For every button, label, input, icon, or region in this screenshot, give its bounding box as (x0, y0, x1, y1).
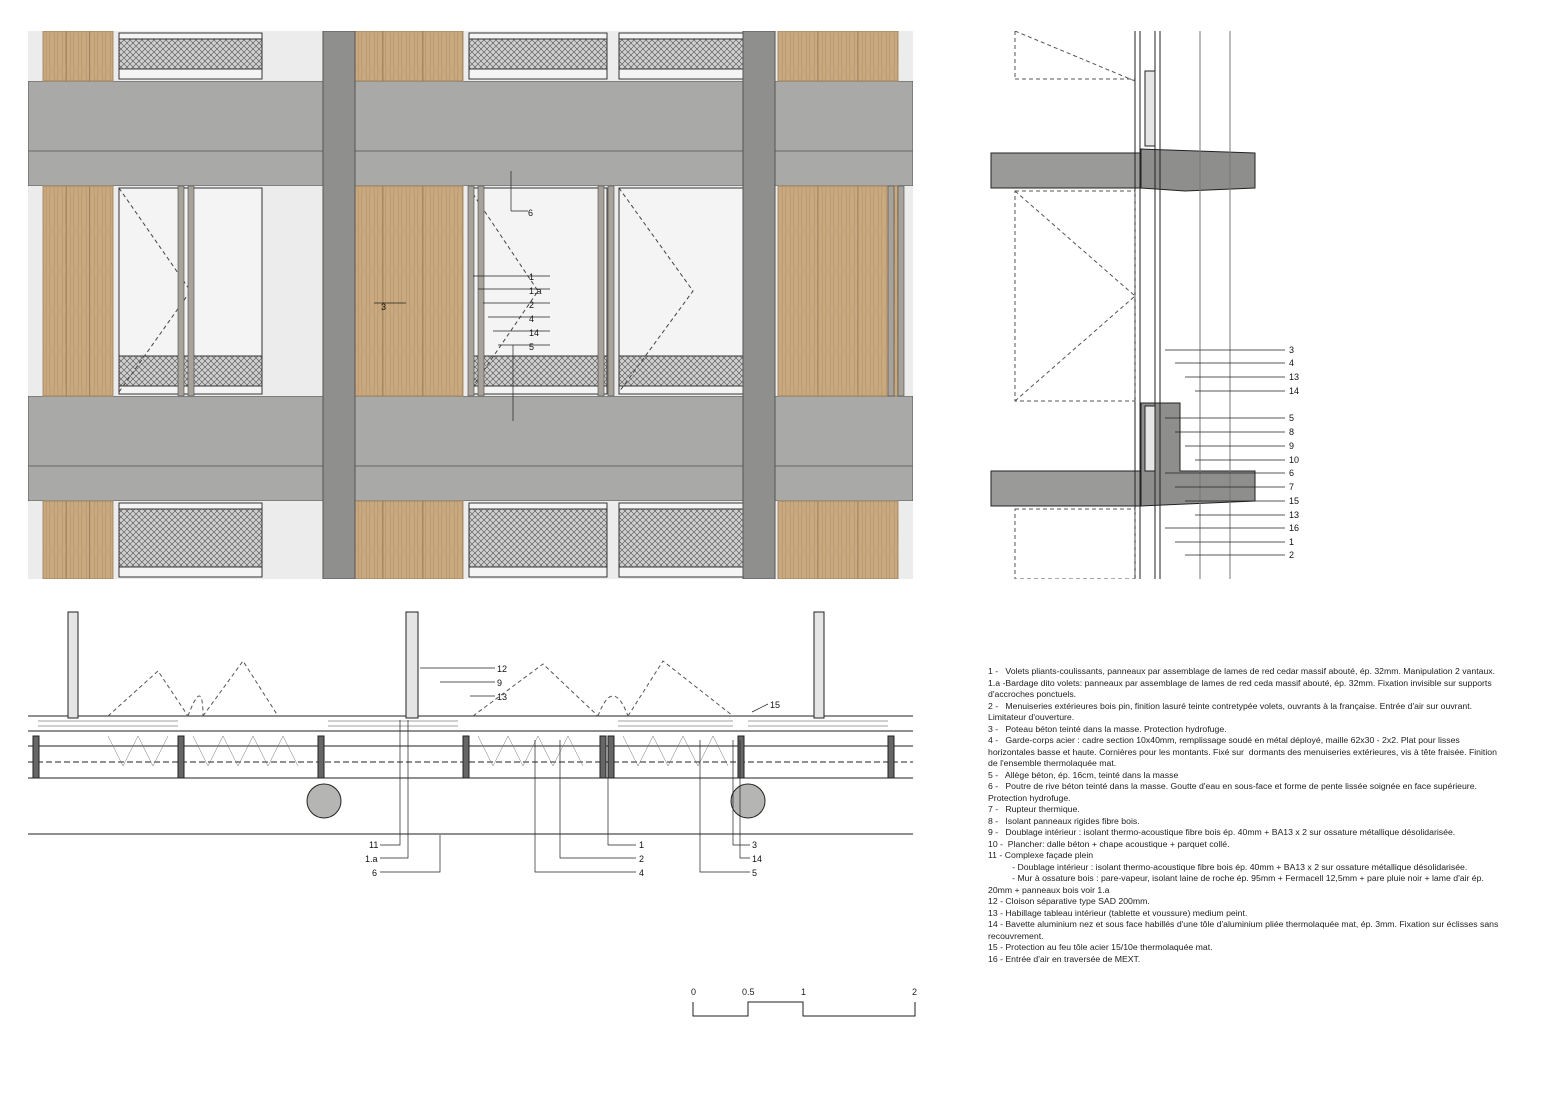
section-label-7: 7 (1289, 482, 1295, 492)
elevation-label-4: 4 (529, 314, 535, 324)
scale-tick-0: 0 (691, 987, 697, 997)
section-label-10: 10 (1289, 455, 1300, 465)
legend-item: - Mur à ossature bois : pare-vapeur, iso… (988, 873, 1487, 895)
legend-item: 15 - Protection au feu tôle acier 15/10e… (988, 942, 1213, 952)
legend-item: 6 - Poutre de rive béton teinté dans la … (988, 781, 1480, 803)
section-label-1: 1 (1289, 537, 1295, 547)
elevation-label-5: 5 (529, 342, 535, 352)
plan-label-14: 14 (752, 854, 763, 864)
legend-item: 5 - Allège béton, ép. 16cm, teinté dans … (988, 769, 1179, 780)
elevation-label-1: 1 (529, 272, 535, 282)
elevation-label-6: 6 (528, 208, 534, 218)
legend-item: 14 - Bavette aluminium nez et sous face … (988, 919, 1501, 941)
elevation-label-3: 3 (381, 302, 387, 312)
scale-bar (692, 1001, 916, 1017)
legend-item: 2 - Menuiseries extérieures bois pin, fi… (988, 700, 1475, 723)
plan-label-4: 4 (639, 868, 645, 878)
plan-label-15: 15 (770, 700, 781, 710)
section-label-3: 3 (1289, 345, 1295, 355)
legend-item: 10 - Plancher: dalle béton + chape acous… (988, 838, 1230, 849)
scale-tick-0.5: 0.5 (742, 987, 755, 997)
plan-label-5: 5 (752, 868, 758, 878)
plan-label-12: 12 (497, 664, 508, 674)
legend: 1 - Volets pliants-coulissants, panneaux… (988, 666, 1508, 965)
plan-label-2: 2 (639, 854, 645, 864)
plan-label-9: 9 (497, 678, 503, 688)
scale-tick-1: 1 (801, 987, 807, 997)
section-label-15: 15 (1289, 496, 1300, 506)
elevation-label-1a: 1.a (529, 286, 542, 296)
section-label-9: 9 (1289, 441, 1295, 451)
facade-elevation (28, 31, 913, 579)
section-label-6: 6 (1289, 468, 1295, 478)
legend-item: 9 - Doublage intérieur : isolant thermo-… (988, 827, 1456, 837)
horizontal-section-plan (28, 611, 913, 835)
plan-label-13: 13 (497, 692, 508, 702)
section-label-13: 13 (1289, 510, 1300, 520)
section-label-8: 8 (1289, 427, 1295, 437)
scale-tick-2: 2 (912, 987, 918, 997)
legend-item: 7 - Rupteur thermique. (988, 804, 1080, 814)
legend-item: 3 - Poteau béton teinté dans la masse. P… (988, 723, 1227, 734)
legend-item: 1 - Volets pliants-coulissants, panneaux… (988, 666, 1496, 676)
plan-label-1: 1 (639, 840, 645, 850)
vertical-section (990, 31, 1285, 579)
elevation-label-14: 14 (529, 328, 540, 338)
legend-item: 8 - Isolant panneaux rigides fibre bois. (988, 815, 1140, 826)
section-label-5: 5 (1289, 413, 1295, 423)
section-label-13: 13 (1289, 372, 1300, 382)
section-label-2: 2 (1289, 550, 1295, 560)
legend-item: 11 - Complexe façade plein (988, 850, 1094, 860)
legend-item: 13 - Habillage tableau intérieur (tablet… (988, 907, 1248, 918)
plan-label-6: 6 (372, 868, 378, 878)
section-label-16: 16 (1289, 523, 1300, 533)
plan-label-3: 3 (752, 840, 758, 850)
legend-item: - Doublage intérieur : isolant thermo-ac… (988, 861, 1468, 872)
legend-item: 12 - Cloison séparative type SAD 200mm. (988, 896, 1150, 906)
legend-item: 4 - Garde-corps acier : cadre section 10… (988, 735, 1500, 768)
section-label-4: 4 (1289, 358, 1295, 368)
plan-label-1a: 1.a (365, 854, 378, 864)
elevation-label-2: 2 (529, 300, 535, 310)
legend-item: 16 - Entrée d'air en traversée de MEXT. (988, 953, 1141, 964)
plan-label-11: 11 (369, 840, 379, 850)
section-label-14: 14 (1289, 386, 1300, 396)
legend-item: 1.a -Bardage dito volets: panneaux par a… (988, 677, 1495, 700)
